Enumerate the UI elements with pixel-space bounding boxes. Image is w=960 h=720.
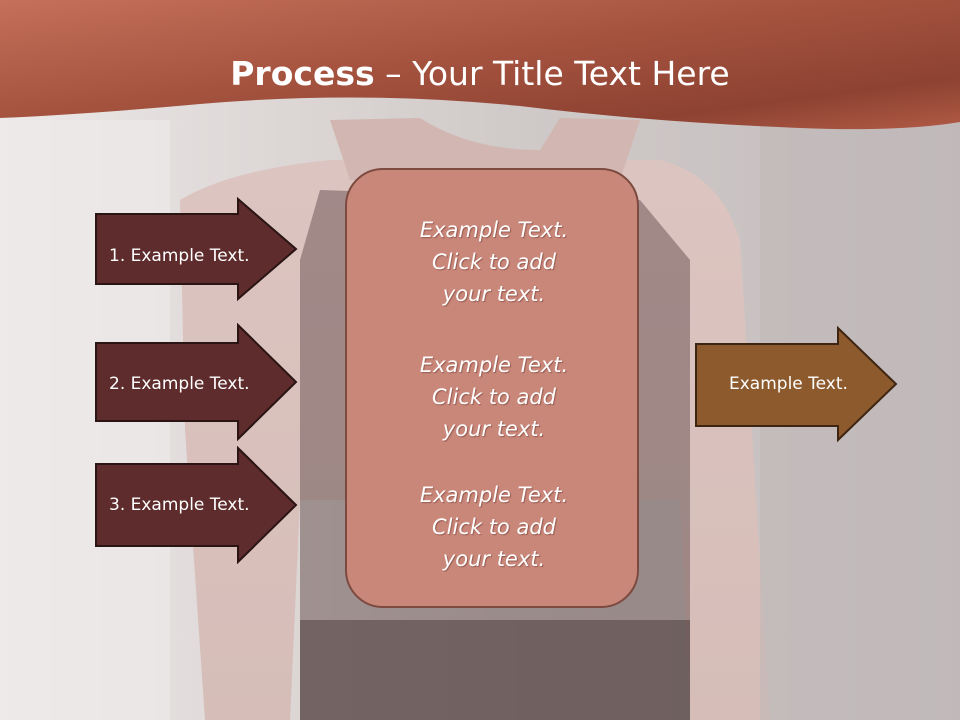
center-text-item-1: Example Text. Click to add your text.: [419, 218, 569, 306]
left-arrow-2-label: 2. Example Text.: [109, 374, 250, 394]
left-arrow-1-label: 1. Example Text.: [109, 246, 250, 266]
center-text-item-3: Example Text. Click to add your text.: [419, 483, 569, 571]
title-bold: Process: [230, 54, 375, 93]
center-text-item-2: Example Text. Click to add your text.: [419, 353, 569, 441]
right-arrow[interactable]: [694, 326, 900, 444]
left-arrow-3[interactable]: [94, 446, 300, 564]
left-arrow-2[interactable]: [94, 323, 300, 441]
right-arrow-label: Example Text.: [729, 374, 848, 394]
title-rest: – Your Title Text Here: [374, 54, 730, 93]
left-arrow-1[interactable]: [94, 197, 300, 301]
center-text-box[interactable]: Example Text. Click to add your text. Ex…: [345, 168, 639, 608]
left-arrow-3-label: 3. Example Text.: [109, 495, 250, 515]
header-band: [0, 0, 960, 130]
page-title: Process – Your Title Text Here: [0, 52, 960, 96]
